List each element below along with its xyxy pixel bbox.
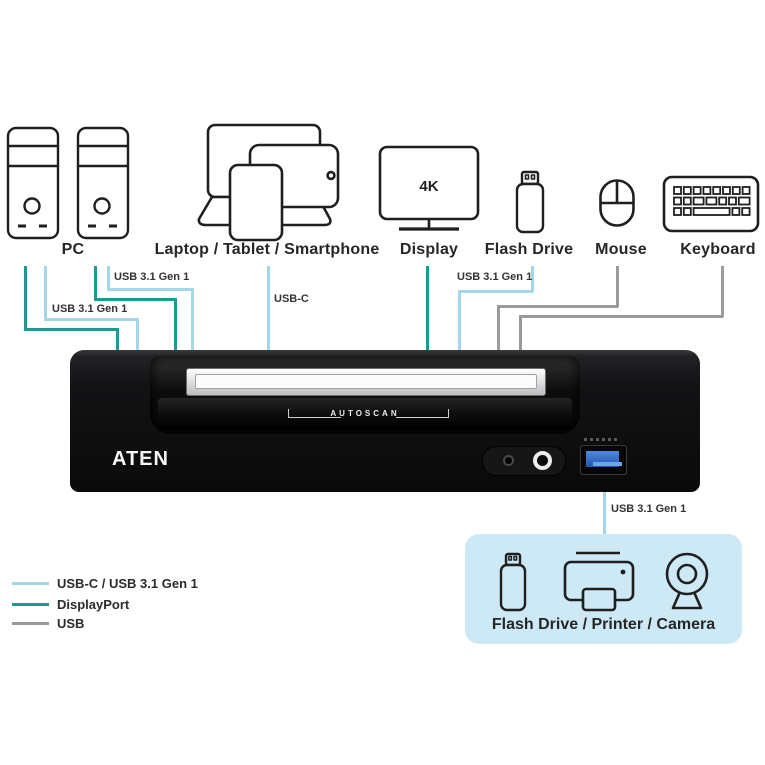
laptop-tablet-smartphone-icon: [197, 123, 340, 242]
usb-port-blue-insert: [586, 451, 622, 467]
aten-logo: ATEN: [112, 448, 169, 470]
pc-left-usb-line-h: [44, 318, 138, 321]
display-4k-icon: 4K: [378, 145, 480, 231]
mouse-icon: [599, 179, 635, 227]
mic-jack-icon: [503, 455, 514, 466]
autoscan-left-bracket: [288, 409, 341, 418]
usb-3-port: [580, 445, 627, 475]
flash-drive-usb-line-v1: [531, 266, 534, 292]
autoscan-label: AUTOSCAN: [330, 409, 400, 418]
pc-left-usb-line-v2: [136, 318, 139, 352]
flash-drive-usb-link-label: USB 3.1 Gen 1: [457, 271, 533, 283]
keyboard-usb-line-h: [519, 315, 723, 318]
headphone-jack-icon: [533, 451, 552, 470]
peripheral-flash-drive-icon: [499, 552, 527, 612]
flash-drive-label: Flash Drive: [484, 241, 574, 258]
pc-right-displayport-line-v2: [174, 298, 177, 352]
pc-left-displayport-line-v1: [24, 266, 27, 330]
legend-usbc-label: USB-C / USB 3.1 Gen 1: [57, 576, 198, 591]
legend-usb-swatch: [12, 622, 49, 625]
keyboard-usb-line-v2: [519, 315, 522, 352]
pc-right-usb-link-label: USB 3.1 Gen 1: [114, 271, 190, 283]
display-label: Display: [399, 241, 459, 258]
display-displayport-line: [426, 266, 429, 352]
kvm-autoscan-strip: AUTOSCAN: [158, 398, 572, 429]
flash-drive-usb-line-h: [458, 290, 533, 293]
usb-port-tab: [593, 462, 622, 466]
keyboard-label: Keyboard: [680, 241, 756, 258]
pc-right-usb-line-v2: [191, 288, 194, 352]
mouse-usb-line-h: [497, 305, 618, 308]
pc-tower-right-icon: [76, 126, 130, 240]
usb-port-pins: [584, 438, 618, 441]
peripheral-camera-icon: [665, 552, 709, 610]
peripherals-usb-link-label: USB 3.1 Gen 1: [611, 503, 687, 515]
pc-label: PC: [61, 241, 85, 258]
pc-right-displayport-line-h: [94, 298, 176, 301]
laptop-usbc-link-label: USB-C: [274, 293, 309, 305]
peripherals-usb-line: [603, 490, 606, 534]
autoscan-right-bracket: [396, 409, 449, 418]
pc-right-usb-line-v1: [107, 266, 110, 290]
mouse-usb-line-v1: [616, 266, 619, 307]
laptop-tablet-smartphone-label: Laptop / Tablet / Smartphone: [154, 241, 380, 258]
peripheral-printer-icon: [563, 551, 635, 612]
flash-drive-icon: [515, 170, 545, 234]
keyboard-icon: [662, 175, 760, 233]
flash-drive-usb-line-v2: [458, 290, 461, 352]
pc-left-displayport-line-v2: [116, 328, 119, 352]
legend-usbc-swatch: [12, 582, 49, 585]
pc-left-displayport-line-h: [24, 328, 118, 331]
legend-displayport-swatch: [12, 603, 49, 606]
peripherals-box: Flash Drive / Printer / Camera: [465, 534, 742, 644]
pc-left-usb-line-v1: [44, 266, 47, 320]
audio-jack-panel: [482, 446, 566, 476]
legend-usb-label: USB: [57, 616, 85, 631]
mouse-label: Mouse: [595, 241, 647, 258]
mouse-usb-line-v2: [497, 305, 500, 352]
pc-right-usb-line-h: [107, 288, 193, 291]
kvm-dock-unit: AUTOSCAN ATEN: [70, 350, 700, 492]
laptop-usbc-line: [267, 266, 270, 352]
kvm-tablet-tray: [186, 368, 546, 396]
pc-left-usb-link-label: USB 3.1 Gen 1: [52, 303, 128, 315]
peripherals-caption: Flash Drive / Printer / Camera: [491, 616, 716, 633]
pc-tower-left-icon: [6, 126, 60, 240]
display-4k-badge: 4K: [419, 178, 438, 195]
pc-right-displayport-line-v1: [94, 266, 97, 300]
kvm-tray-slot: [195, 374, 537, 389]
legend-displayport-label: DisplayPort: [57, 597, 130, 612]
keyboard-usb-line-v1: [721, 266, 724, 317]
